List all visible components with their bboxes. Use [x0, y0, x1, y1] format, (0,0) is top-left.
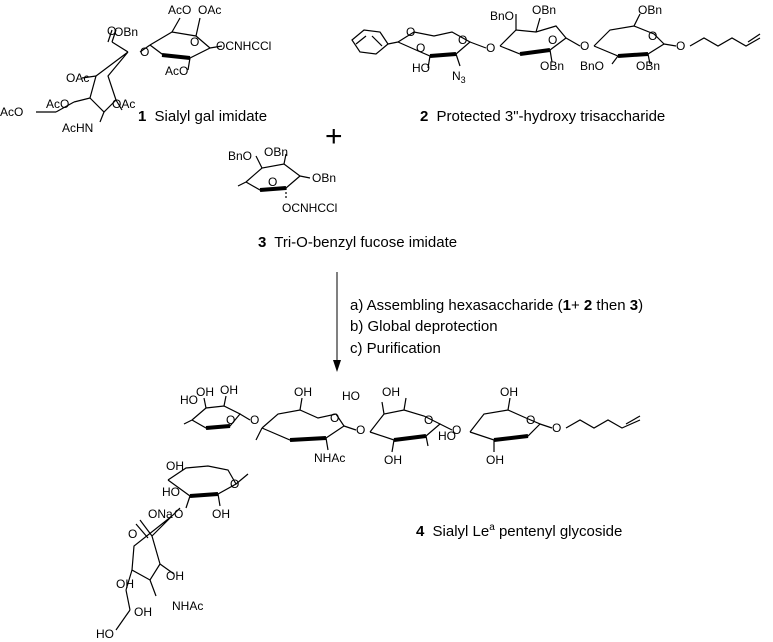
compound-2-structure: [351, 13, 761, 69]
step-a: a) Assembling hexasaccharide (1+ 2 then …: [350, 297, 643, 314]
label-c2-o7: O: [648, 29, 657, 43]
label-c4-o-6: O: [452, 423, 461, 437]
label-c4-ho-4: HO: [162, 485, 180, 499]
label-c3-ring-o: O: [268, 175, 277, 189]
label-c1-oac-2: OAc: [198, 3, 221, 17]
label-c2-obn-2: OBn: [540, 59, 564, 73]
label-c4-o-9: O: [230, 477, 239, 491]
compound-1-number: 1: [138, 108, 146, 125]
label-c4-o-11: O: [128, 527, 137, 541]
label-c4-o-4: O: [356, 423, 365, 437]
label-c4-oh-3: OH: [294, 385, 312, 399]
label-c4-o-2: O: [250, 413, 259, 427]
compound-4-number: 4: [416, 523, 425, 540]
label-c2-obn-4: OBn: [636, 59, 660, 73]
label-c1-ring-o: O: [190, 35, 199, 49]
label-c4-nhac-2: NHAc: [172, 599, 203, 613]
compound-4-caption: 4 Sialyl Lea pentenyl glycoside: [416, 522, 622, 540]
compound-3-name: Tri-O-benzyl fucose imidate: [274, 234, 457, 251]
label-c4-oh-2: OH: [220, 383, 238, 397]
compound-4-name: Sialyl Le: [433, 523, 490, 540]
step-b: b) Global deprotection: [350, 318, 498, 335]
label-c1-aco-3: AcO: [0, 105, 23, 119]
label-c1-link-o: O: [140, 45, 149, 59]
compound-3-number: 3: [258, 234, 266, 251]
label-c2-bno-2: BnO: [580, 59, 604, 73]
label-c2-o1: O: [406, 25, 415, 39]
label-c2-bno-1: BnO: [490, 9, 514, 23]
label-c2-ho: HO: [412, 61, 430, 75]
compound-2-number: 2: [420, 108, 428, 125]
label-c4-ona: ONa: [148, 507, 173, 521]
label-c4-ho-3: HO: [438, 429, 456, 443]
label-c4-oh-11: OH: [116, 577, 134, 591]
label-c4-nhac: NHAc: [314, 451, 345, 465]
label-c1-obn: O: [107, 24, 116, 38]
compound-2-name: Protected 3"-hydroxy trisaccharide: [437, 108, 666, 125]
compound-1-caption: 1 Sialyl gal imidate: [138, 108, 267, 125]
label-c4-o-5: O: [424, 413, 433, 427]
label-c2-o6: O: [580, 39, 589, 53]
plus-sign: +: [325, 120, 343, 153]
label-c2-o5: O: [548, 33, 557, 47]
label-c2-n3: N3: [452, 69, 466, 85]
label-c1-imidate: OCNHCCl: [216, 39, 271, 53]
label-c2-obn-3: OBn: [638, 3, 662, 17]
label-c2-o4: O: [486, 41, 495, 55]
label-c4-ho-2: HO: [342, 389, 360, 403]
label-c1-aco: AcO: [165, 64, 188, 78]
label-c1-achn: AcHN: [62, 121, 93, 135]
label-c4-oh-12: OH: [134, 605, 152, 619]
compound-3-structure: [237, 153, 311, 200]
label-c4-oh-8: OH: [166, 459, 184, 473]
label-c2-o8: O: [676, 39, 685, 53]
label-c4-o-10: O: [174, 507, 183, 521]
label-c1-obn-2: OBn: [114, 25, 138, 39]
label-c4-oh-1: OH: [196, 385, 214, 399]
label-c4-o-7: O: [526, 413, 535, 427]
label-c1-oac-4: OAc: [112, 97, 135, 111]
compound-1-structure: [36, 17, 223, 123]
label-c4-ho-1: HO: [180, 393, 198, 407]
label-c2-o2: O: [416, 41, 425, 55]
label-c4-oh-10: OH: [166, 569, 184, 583]
step-c: c) Purification: [350, 340, 441, 357]
label-c2-obn-1: OBn: [532, 3, 556, 17]
label-c4-o-1: O: [226, 413, 235, 427]
label-c4-ho-5: HO: [96, 627, 114, 641]
label-c3-obn-1: OBn: [264, 145, 288, 159]
label-c1-oac-1: AcO: [168, 3, 191, 17]
label-c3-bno: BnO: [228, 149, 252, 163]
label-c4-oh-6: OH: [500, 385, 518, 399]
label-c4-oh-7: OH: [486, 453, 504, 467]
label-c4-oh-5: OH: [384, 453, 402, 467]
label-c1-oac-3: OAc: [66, 71, 89, 85]
compound-3-caption: 3 Tri-O-benzyl fucose imidate: [258, 234, 457, 251]
compound-1-name: Sialyl gal imidate: [155, 108, 268, 125]
label-c3-obn-2: OBn: [312, 171, 336, 185]
compound-2-caption: 2 Protected 3"-hydroxy trisaccharide: [420, 108, 665, 125]
label-c4-o-8: O: [552, 421, 561, 435]
label-c2-o3: O: [458, 33, 467, 47]
label-c4-oh-4: OH: [382, 385, 400, 399]
reaction-arrow-head: [333, 360, 341, 372]
label-c3-imidate: OCNHCCl: [282, 201, 337, 215]
label-c4-o-3: O: [330, 411, 339, 425]
label-c1-aco-2: AcO: [46, 97, 69, 111]
compound-4-structure: [115, 395, 641, 631]
label-c4-oh-9: OH: [212, 507, 230, 521]
